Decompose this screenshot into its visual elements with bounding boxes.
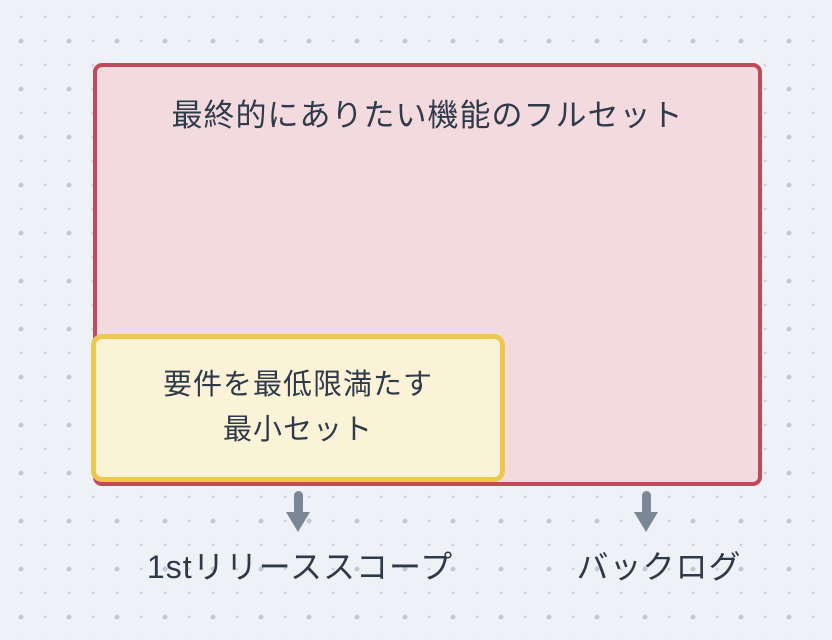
minimum-set-label: 要件を最低限満たす 最小セット: [162, 369, 433, 446]
backlog-label[interactable]: バックログ: [576, 549, 742, 585]
first-release-scope-label[interactable]: 1stリリーススコープ: [146, 549, 454, 585]
minimum-set-box[interactable]: 要件を最低限満たす 最小セット: [91, 334, 505, 482]
down-arrow-backlog[interactable]: [634, 491, 658, 532]
down-arrow-first-release[interactable]: [286, 491, 310, 532]
full-feature-set-label: 最終的にありたい機能のフルセット: [171, 98, 684, 133]
